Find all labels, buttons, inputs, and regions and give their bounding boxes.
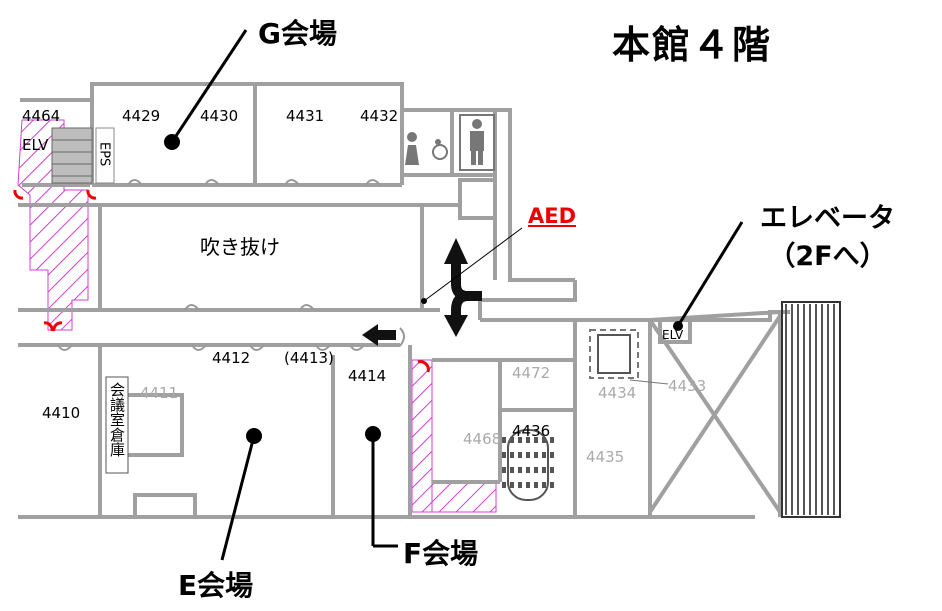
room-4430: 4430: [200, 107, 238, 125]
room-4412: 4412: [212, 349, 250, 367]
room-4414: 4414: [348, 367, 386, 385]
e-venue-label: E会場: [178, 569, 254, 602]
page-title: 本館４階: [612, 23, 773, 67]
room-4434: 4434: [598, 384, 636, 402]
aed-label: AED: [528, 204, 577, 228]
restricted-zones: [17, 119, 497, 513]
elevator-label-line2: （2Fへ）: [768, 241, 887, 272]
elevator-label-line1: エレベータ: [760, 203, 895, 234]
walls: [18, 82, 790, 519]
room-4464: 4464: [22, 107, 60, 125]
room-4436: 4436: [512, 422, 550, 440]
storage-label-box: [105, 376, 129, 474]
route-arrow: [362, 238, 482, 346]
restroom-icons: [405, 114, 495, 171]
room-4433: 4433: [668, 377, 706, 395]
leader-lines: [170, 29, 744, 561]
void-label: 吹き抜け: [200, 235, 280, 259]
door-markers: [13, 189, 430, 373]
elevator-label: エレベータ （2Fへ）: [760, 200, 895, 276]
room-4410: 4410: [42, 404, 80, 422]
room-4411: 4411: [140, 384, 178, 402]
room-4472: 4472: [512, 364, 550, 382]
eps-label: EPS: [97, 142, 112, 166]
elv-right-label: ELV: [662, 328, 684, 342]
room-4413: (4413): [284, 349, 334, 367]
conference-table: [502, 429, 554, 501]
storage-label: 会議室倉庫: [108, 382, 126, 457]
room-4431: 4431: [286, 107, 324, 125]
room-4435: 4435: [586, 448, 624, 466]
door-swings: [57, 179, 405, 351]
elv-left-label: ELV: [22, 136, 49, 154]
room-4429: 4429: [122, 107, 160, 125]
g-venue-label: G会場: [258, 17, 337, 50]
room-4432: 4432: [360, 107, 398, 125]
f-venue-label: F会場: [403, 537, 479, 570]
room-4468: 4468: [463, 430, 501, 448]
small-table: [589, 329, 639, 379]
room-labels: 4464 4429 4430 4431 4432 4410 4411 4412 …: [22, 107, 706, 466]
stair-treads: [781, 301, 841, 518]
elevator-shaft-left: [51, 127, 115, 184]
